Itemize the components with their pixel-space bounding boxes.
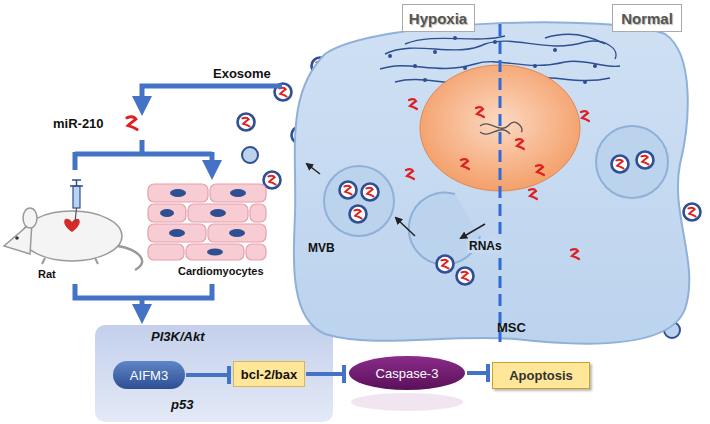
node-text: p53 xyxy=(171,397,193,412)
node-text: bcl-2/bax xyxy=(241,367,297,382)
protein-box: bcl-2/bax xyxy=(233,361,305,387)
figure-label: RNAs xyxy=(467,239,504,253)
inhibition-connector xyxy=(467,364,488,382)
condition-box: Normal xyxy=(612,4,682,32)
node-text: Apoptosis xyxy=(509,368,573,383)
node-text: Normal xyxy=(621,10,673,27)
node-text: PI3K/Akt xyxy=(151,329,204,344)
figure-label: miR-210 xyxy=(53,116,104,131)
rat-illustration xyxy=(4,180,142,270)
figure-label: Cardiomyocytes xyxy=(178,265,264,277)
figure-label: Exosome xyxy=(213,66,271,81)
node-text: MSC xyxy=(497,320,526,335)
node-text: Caspase-3 xyxy=(376,366,439,381)
protein-pill: AIFM3 xyxy=(113,361,185,389)
pathway-panel: PI3K/Akt p53AIFM3 bcl-2/bax xyxy=(95,325,333,422)
msc-cell: MSC MVB xyxy=(285,14,705,349)
outcome-box: Apoptosis xyxy=(492,362,590,389)
mvb-vesicle: MVB xyxy=(322,164,396,238)
cardiomyocyte-illustration xyxy=(148,184,266,260)
node-text: Hypoxia xyxy=(409,10,467,27)
node-text: MVB xyxy=(308,241,335,255)
caspase-ellipse: Caspase-3 xyxy=(348,355,466,391)
figure-label: Rat xyxy=(38,268,56,280)
mvb-outline xyxy=(322,164,396,238)
node-text: AIFM3 xyxy=(130,368,168,383)
condition-box: Hypoxia xyxy=(402,4,475,32)
